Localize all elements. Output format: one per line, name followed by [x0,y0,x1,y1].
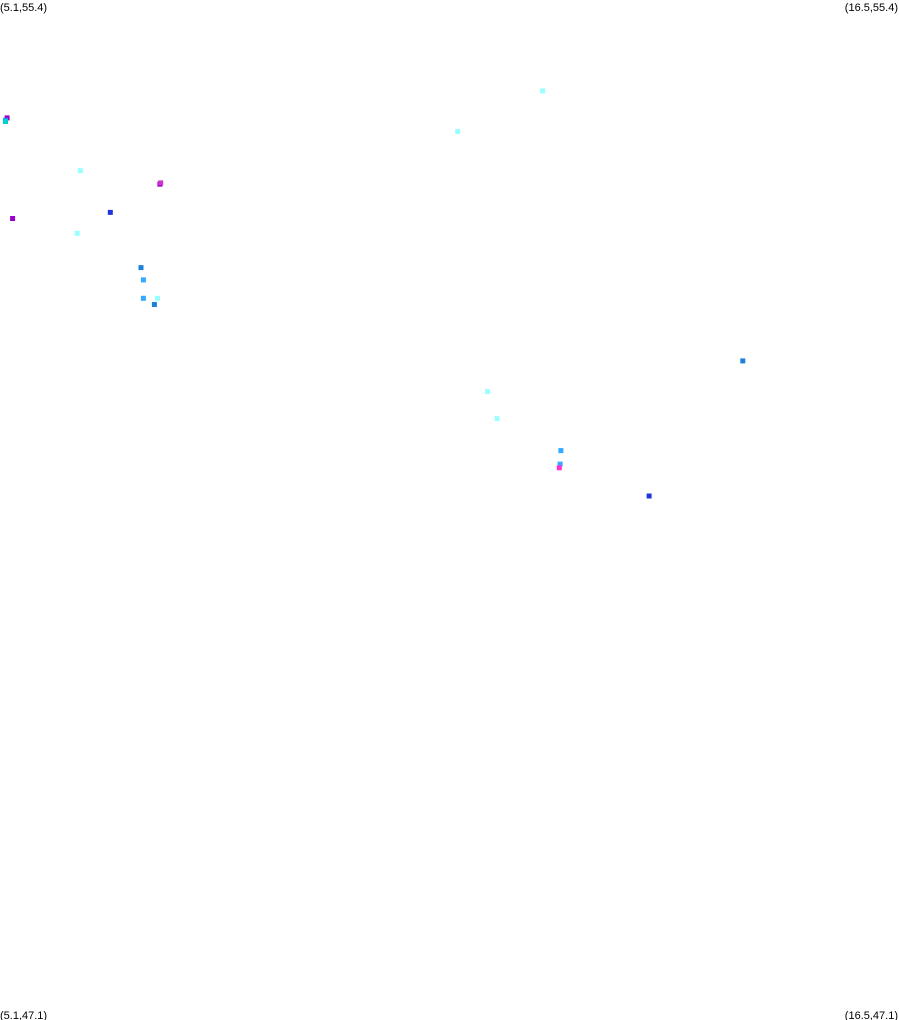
data-point [107,209,113,215]
bottom-left-label: (5.1,47.1) [0,1010,47,1020]
data-point [138,265,144,271]
data-point [558,448,564,454]
data-point [155,295,160,301]
data-point [77,168,83,174]
data-point [646,493,652,499]
data-point [74,230,80,236]
data-point [485,389,491,395]
top-right-label: (16.5,55.4) [845,2,898,14]
data-point [540,88,546,94]
data-point [140,277,146,283]
bottom-right-label: (16.5,47.1) [845,1010,898,1020]
data-point [3,119,8,124]
data-point [557,461,563,467]
top-left-label: (5.1,55.4) [0,2,47,14]
data-point [158,180,164,186]
points-layer [3,88,746,499]
data-point [140,295,146,301]
data-point [151,302,157,307]
data-point [494,416,500,422]
data-point [740,358,746,364]
data-point [556,465,562,471]
data-point [455,128,461,134]
data-point [10,216,16,221]
